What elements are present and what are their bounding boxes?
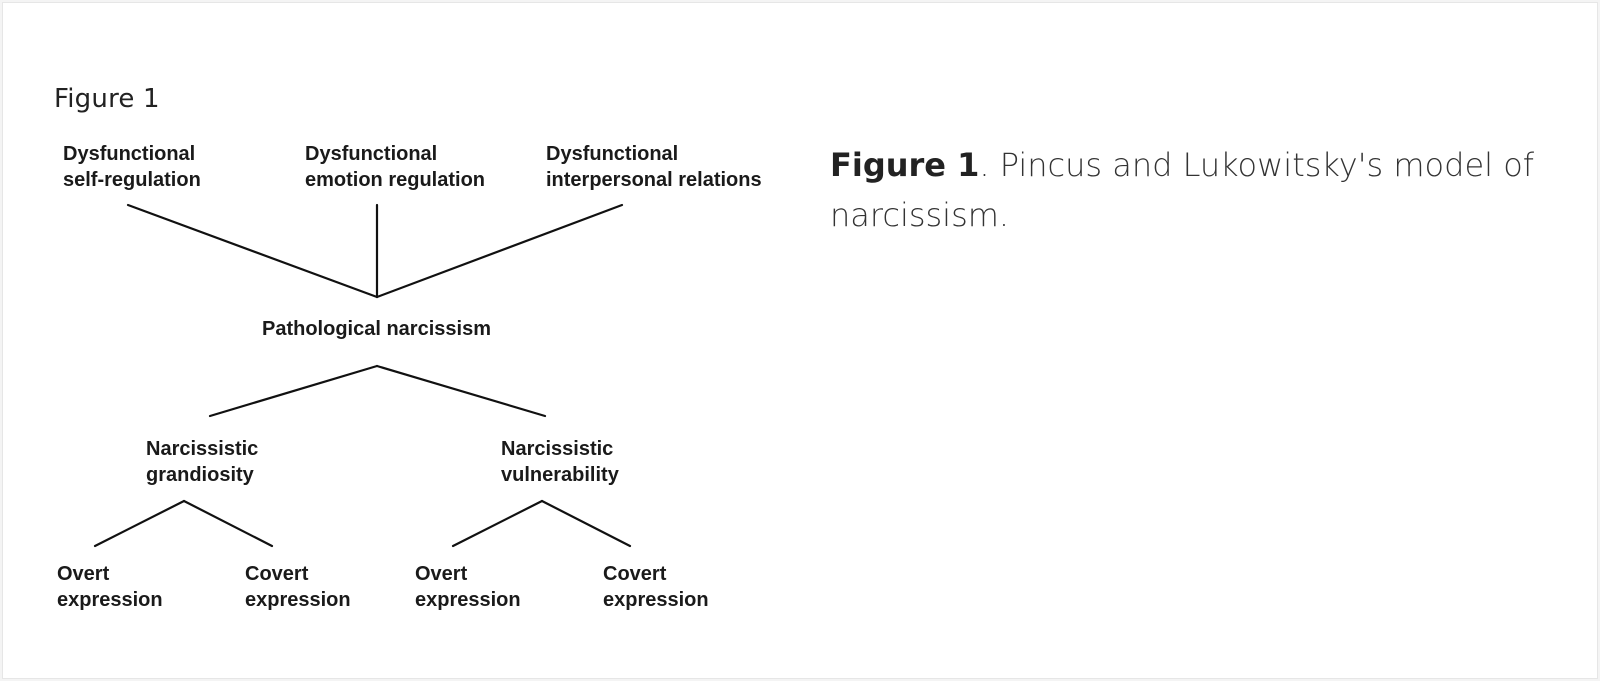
caption-text: . Pincus and Lukowitsky's model of narci… <box>830 146 1535 234</box>
svg-text:grandiosity: grandiosity <box>146 464 255 486</box>
node-line: expression <box>415 589 521 611</box>
node-line: expression <box>57 589 163 611</box>
svg-text:self-regulation: self-regulation <box>63 169 201 191</box>
svg-text:expression: expression <box>603 589 709 611</box>
connectors <box>93 203 632 548</box>
node-line: Dysfunctional <box>546 143 678 165</box>
svg-text:Dysfunctional: Dysfunctional <box>305 143 437 165</box>
node-line: emotion regulation <box>305 169 485 191</box>
svg-text:expression: expression <box>245 589 351 611</box>
connector-vulnerability <box>375 364 547 418</box>
connector-grandiosity-overt <box>93 499 186 548</box>
model-diagram: Dysfunctional self-regulation Dysfunctio… <box>57 143 762 611</box>
connector-vulnerability-overt <box>451 499 544 548</box>
node-line: Overt <box>57 563 110 585</box>
svg-text:Covert: Covert <box>245 563 309 585</box>
node-line: Narcissistic <box>146 438 258 460</box>
node-line: expression <box>603 589 709 611</box>
node-grandiosity-covert: Covert expression <box>245 563 351 611</box>
node-line: Pathological narcissism <box>262 318 491 340</box>
svg-text:Dysfunctional: Dysfunctional <box>546 143 678 165</box>
svg-text:vulnerability: vulnerability <box>501 464 620 486</box>
svg-text:Narcissistic: Narcissistic <box>146 438 258 460</box>
svg-text:Dysfunctional: Dysfunctional <box>63 143 195 165</box>
node-interpersonal-relations: Dysfunctional interpersonal relations <box>546 143 762 191</box>
node-line: Dysfunctional <box>63 143 195 165</box>
connector-grandiosity <box>208 364 379 418</box>
node-vulnerability: Narcissistic vulnerability <box>501 438 620 486</box>
node-line: self-regulation <box>63 169 201 191</box>
node-line: expression <box>245 589 351 611</box>
connector-vulnerability-covert <box>540 499 632 548</box>
node-line: grandiosity <box>146 464 255 486</box>
svg-text:Overt: Overt <box>415 563 468 585</box>
svg-text:Narcissistic: Narcissistic <box>501 438 613 460</box>
node-line: Dysfunctional <box>305 143 437 165</box>
connector-self-regulation <box>126 203 379 299</box>
svg-text:expression: expression <box>57 589 163 611</box>
svg-text:Overt: Overt <box>57 563 110 585</box>
svg-text:interpersonal relations: interpersonal relations <box>546 169 762 191</box>
node-grandiosity: Narcissistic grandiosity <box>146 438 258 486</box>
connector-grandiosity-covert <box>182 499 274 548</box>
node-vulnerability-overt: Overt expression <box>415 563 521 611</box>
node-line: Overt <box>415 563 468 585</box>
svg-text:Covert: Covert <box>603 563 667 585</box>
svg-text:emotion regulation: emotion regulation <box>305 169 485 191</box>
svg-text:expression: expression <box>415 589 521 611</box>
node-line: Covert <box>245 563 309 585</box>
node-line: interpersonal relations <box>546 169 762 191</box>
caption-label: Figure 1 <box>830 146 980 184</box>
node-grandiosity-overt: Overt expression <box>57 563 163 611</box>
node-line: Covert <box>603 563 667 585</box>
figure-label: Figure 1 <box>54 84 160 114</box>
node-self-regulation: Dysfunctional self-regulation <box>63 143 201 191</box>
node-emotion-regulation: Dysfunctional emotion regulation <box>305 143 485 191</box>
node-line: Narcissistic <box>501 438 613 460</box>
node-pathological-narcissism: Pathological narcissism <box>262 318 491 340</box>
figure-caption: Figure 1. Pincus and Lukowitsky's model … <box>830 140 1550 240</box>
svg-text:Pathological narcissism: Pathological narcissism <box>262 318 491 340</box>
node-line: vulnerability <box>501 464 620 486</box>
connector-interpersonal-relations <box>375 203 624 299</box>
node-vulnerability-covert: Covert expression <box>603 563 709 611</box>
